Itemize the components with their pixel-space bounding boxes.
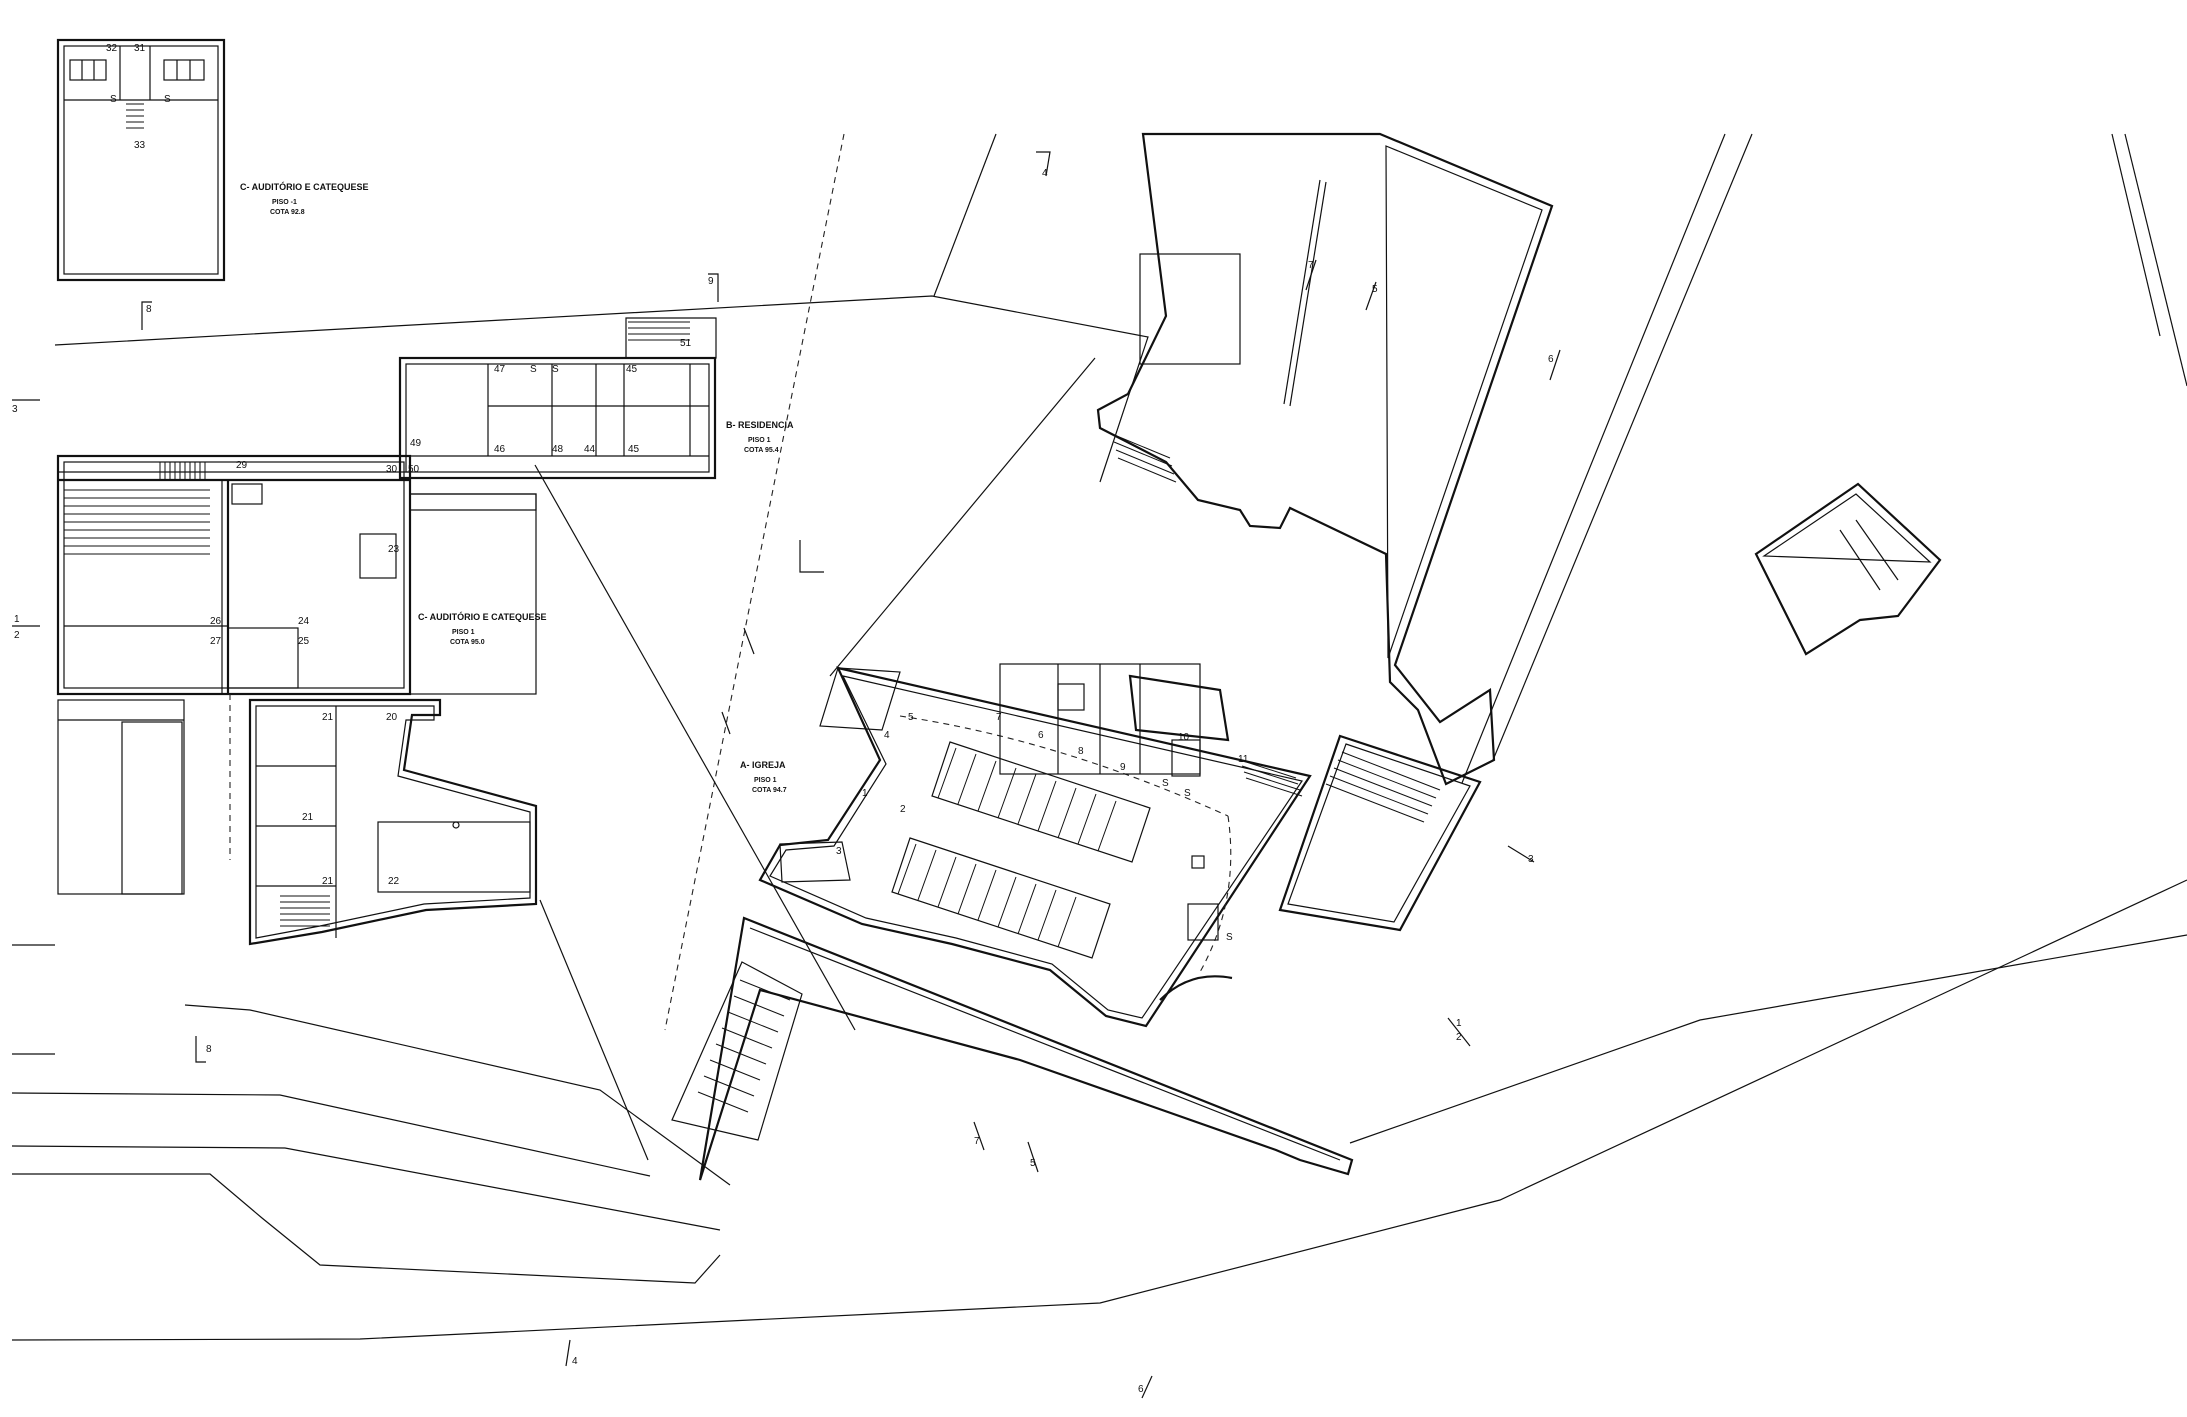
label-auditorio-piso-menos-1: C- AUDITÓRIO E CATEQUESE PISO -1 COTA 92… [240,181,369,216]
section-mark: 8 [206,1044,212,1055]
block-level: COTA 92.8 [270,209,305,216]
room-number: 48 [552,444,564,455]
room-numbers-west: 29 30 23 26 27 24 25 21 20 21 21 22 [210,460,400,887]
section-mark: 8 [146,304,152,315]
section-mark: 5 [1030,1158,1036,1169]
room-number: 25 [298,636,310,647]
room-number: 44 [584,444,596,455]
room-number: 11 [1238,754,1249,765]
room-number: 2 [900,804,906,815]
room-number: 7 [996,712,1002,723]
church-stair [1239,759,1303,797]
room-number: 10 [1178,732,1190,743]
block-floor: PISO 1 [748,437,771,444]
section-mark: 2 [1456,1032,1462,1043]
block-level: COTA 95.4 [744,447,779,454]
section-mark: 7 [1308,260,1314,271]
room-number: 21 [322,712,334,723]
room-number: S [1226,932,1233,943]
section-mark: 6 [1548,354,1554,365]
section-mark: 6 [1138,1384,1144,1395]
section-mark: 9 [708,276,714,287]
label-igreja: A- IGREJA PISO 1 COTA 94.7 [740,760,787,794]
label-residencia: B- RESIDENCIA PISO 1 COTA 95.4 [726,420,794,454]
ne-pavilion [1754,482,1942,656]
block-title: C- AUDITÓRIO E CATEQUESE [418,611,547,622]
room-number: 23 [388,544,400,555]
room-number: 32 [106,43,118,54]
room-number: 30 [386,464,398,475]
east-south-stair [1325,751,1441,823]
inset-stair [126,103,144,129]
room-number: 49 [410,438,422,449]
section-mark: 3 [12,404,18,415]
block-level: COTA 95.0 [450,639,485,646]
residence-stair [628,321,690,341]
church-pews-south [891,837,1111,959]
block-title: B- RESIDENCIA [726,420,794,430]
room-number: S [110,94,117,105]
auditorio-building [56,454,538,946]
east-building [1096,132,1554,932]
site-ground-lines [11,133,2187,1341]
auditorio-seating [64,489,210,555]
inset-piso-menos-1: 32 31 S S 33 [56,38,226,282]
room-number: 45 [628,444,640,455]
forecourt-stair [671,961,803,1141]
room-number: 51 [680,338,692,349]
room-number: S [1184,788,1191,799]
room-number: 21 [322,876,334,887]
room-number: 4 [884,730,890,741]
room-number: 26 [210,616,222,627]
room-number: 5 [908,712,914,723]
block-floor: PISO 1 [452,629,475,636]
block-title: C- AUDITÓRIO E CATEQUESE [240,181,369,192]
room-number: 21 [302,812,314,823]
igreja-building [758,663,1312,1028]
room-number: 27 [210,636,222,647]
room-number: 46 [494,444,506,455]
room-number: S [530,364,537,375]
section-mark: 4 [572,1356,578,1367]
room-number: 22 [388,876,400,887]
room-number: 47 [494,364,506,375]
room-number: 33 [134,140,146,151]
room-number: 1 [862,788,868,799]
south-stair [280,895,330,927]
room-number: 45 [626,364,638,375]
section-marks: 8 9 3 1 2 8 4 7 5 6 7 5 3 1 2 4 6 [12,151,1561,1399]
section-mark: 5 [1372,284,1378,295]
block-title: A- IGREJA [740,760,786,770]
block-level: COTA 94.7 [752,787,787,794]
room-number: 50 [408,464,420,475]
room-numbers-igreja: 1 2 3 4 5 6 7 8 9 10 11 S S S [836,712,1249,943]
section-mark: 1 [14,614,20,625]
room-number: 20 [386,712,398,723]
east-stair [1111,433,1177,483]
church-forecourt [671,916,1354,1181]
block-floor: PISO -1 [272,199,297,206]
section-mark: 4 [1042,168,1048,179]
room-number: 3 [836,846,842,857]
room-number: 8 [1078,746,1084,757]
room-numbers-residence: 51 47 S S 45 49 46 48 44 45 50 [408,338,692,475]
residencia-building [398,317,717,480]
room-number: 29 [236,460,248,471]
top-corridor-stair [159,462,206,480]
section-mark: 1 [1456,1018,1462,1029]
room-number: S [164,94,171,105]
room-number: S [1162,778,1169,789]
room-number: 9 [1120,762,1126,773]
label-auditorio-piso-1: C- AUDITÓRIO E CATEQUESE PISO 1 COTA 95.… [418,611,547,646]
church-pews-north [931,741,1151,863]
room-number: 31 [134,43,146,54]
room-number: 24 [298,616,310,627]
section-mark: 3 [1528,854,1534,865]
section-mark: 7 [974,1136,980,1147]
section-mark: 2 [14,630,20,641]
block-floor: PISO 1 [754,777,777,784]
room-number: S [552,364,559,375]
room-number: 6 [1038,730,1044,741]
